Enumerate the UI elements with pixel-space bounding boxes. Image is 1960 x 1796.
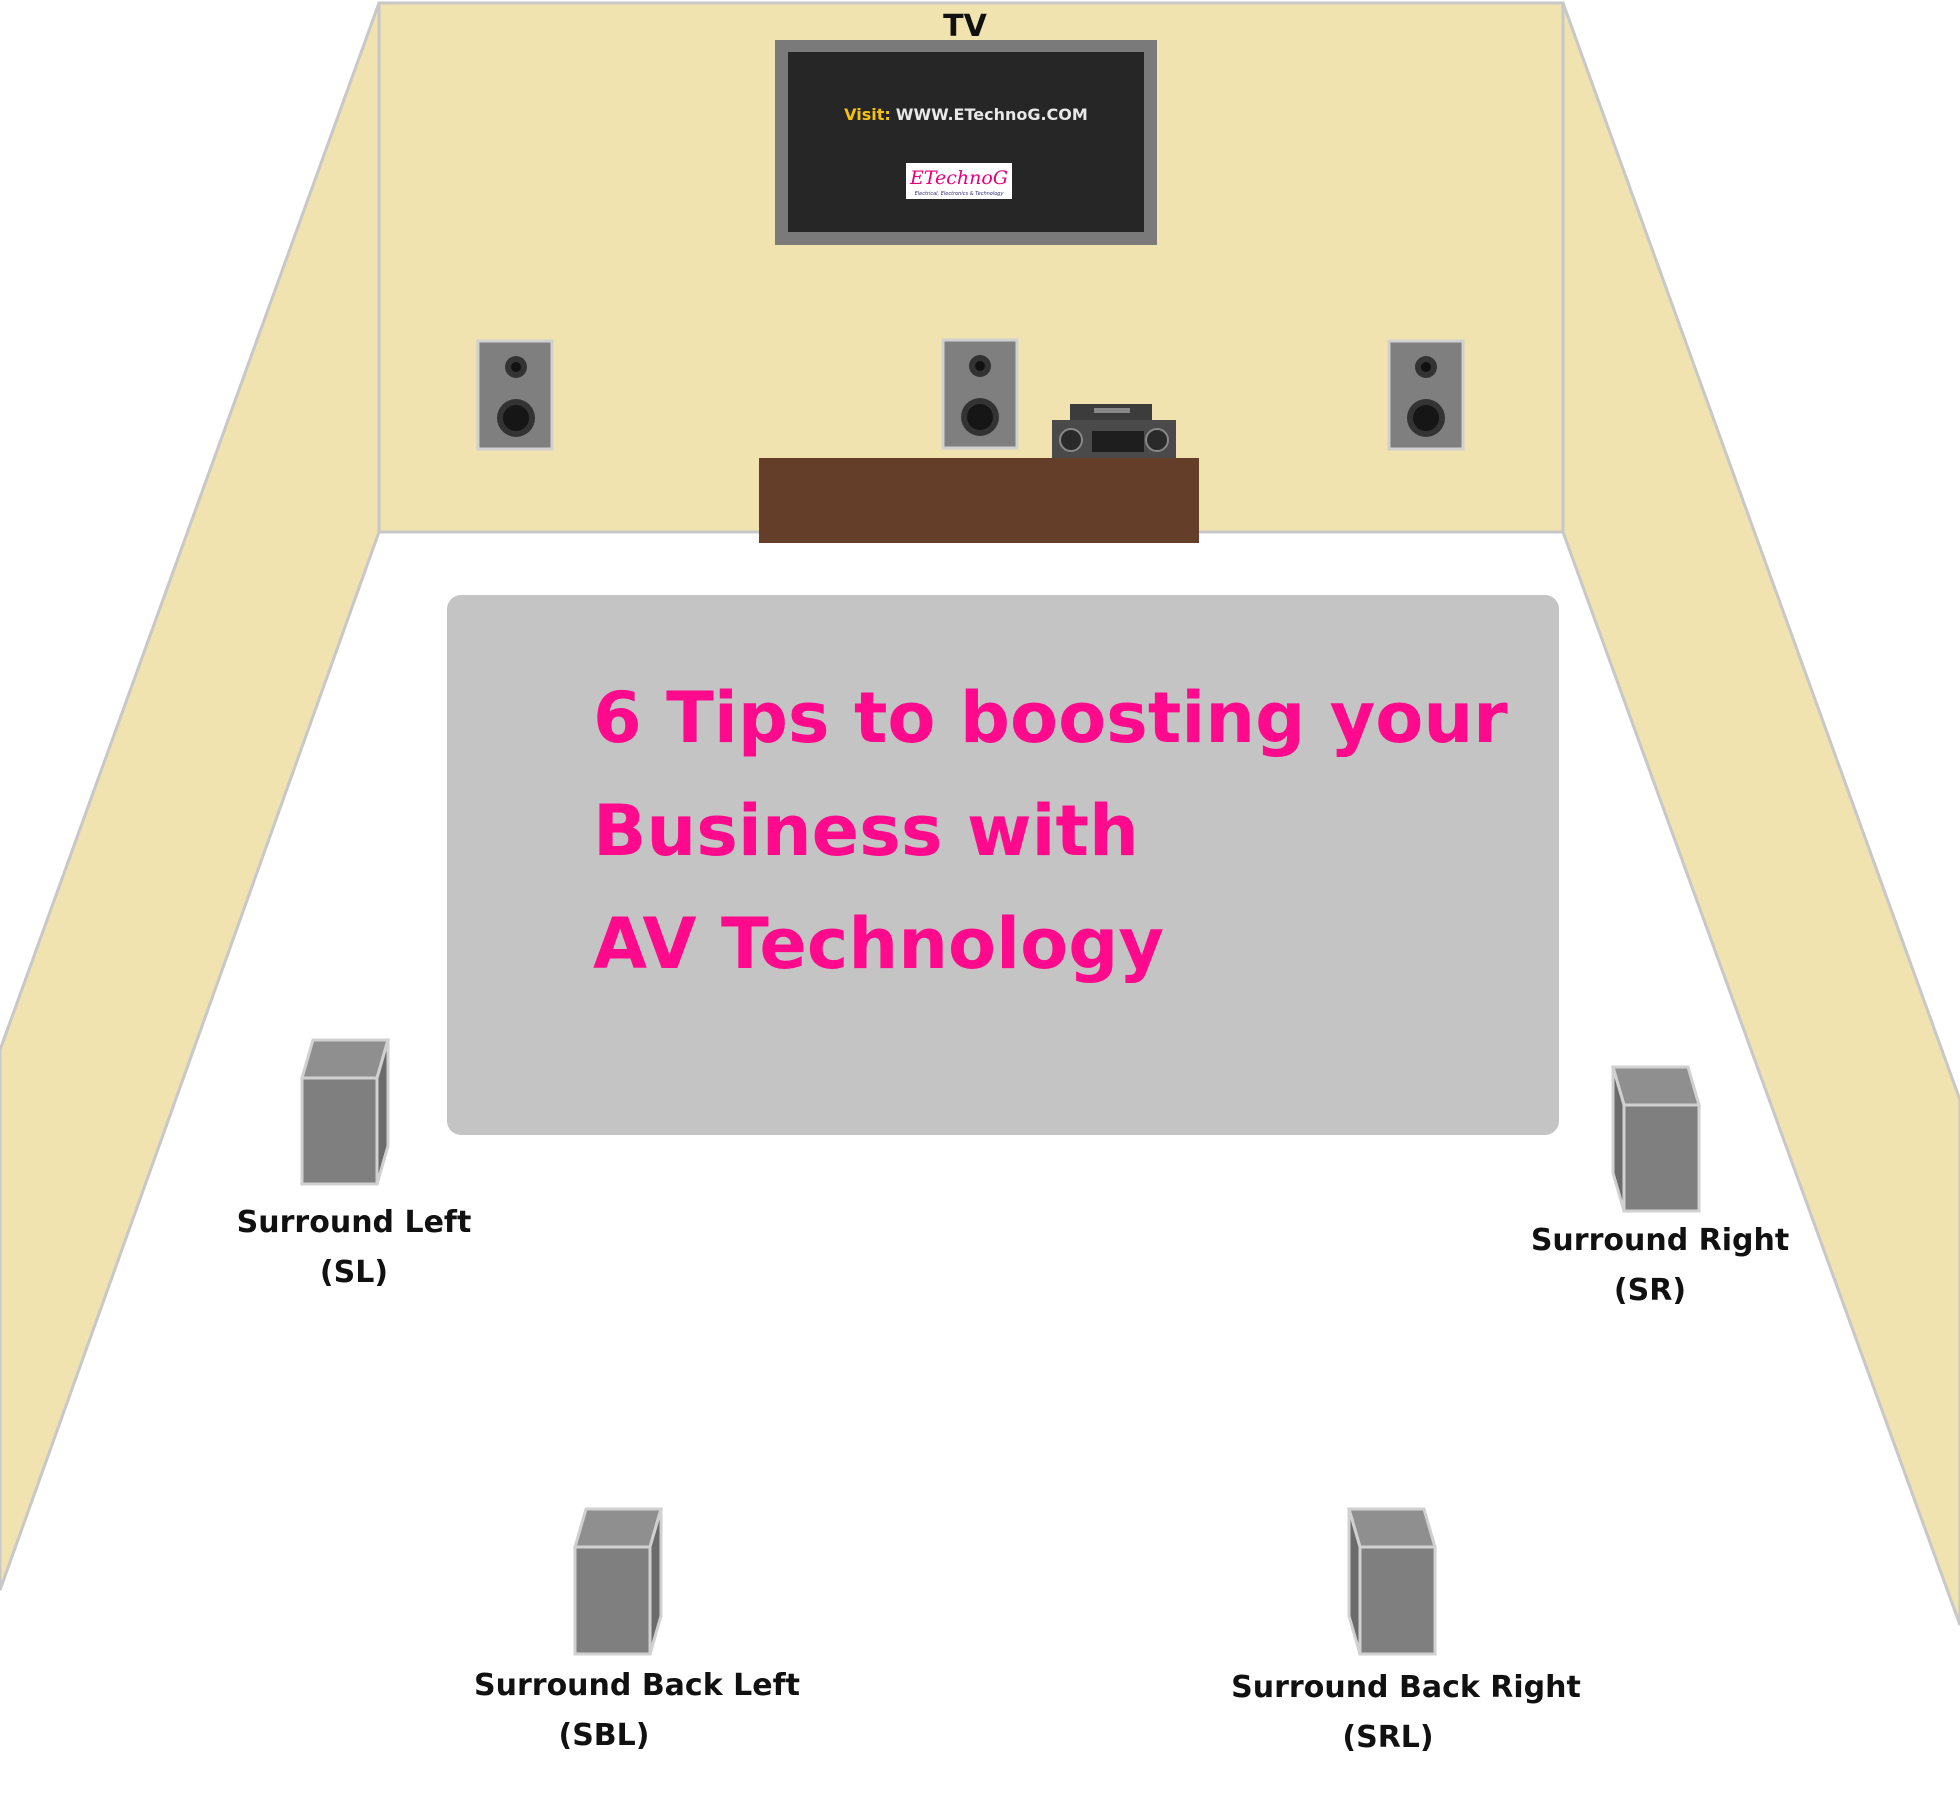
right-wall bbox=[1561, 2, 1960, 1626]
label-surround-back-left-abbr: (SBL) bbox=[558, 1718, 649, 1753]
headline-line-3: AV Technology bbox=[593, 903, 1164, 985]
headline-line-2: Business with bbox=[593, 790, 1139, 872]
label-surround-left-abbr: (SL) bbox=[320, 1255, 388, 1290]
tv-label: TV bbox=[943, 9, 987, 44]
label-surround-back-right-abbr: (SRL) bbox=[1342, 1720, 1433, 1755]
tv-screen bbox=[788, 52, 1144, 232]
logo-badge bbox=[906, 163, 1012, 199]
speaker-surround-back-right bbox=[1347, 1507, 1437, 1656]
label-surround-back-left-name: Surround Back Left bbox=[474, 1668, 800, 1703]
speaker-center bbox=[941, 338, 1019, 450]
tv: Visit: WWW.ETechnoG.COM ETechnoG Electric… bbox=[775, 40, 1157, 245]
visit-url: WWW.ETechnoG.COM bbox=[896, 105, 1088, 124]
speaker-front-right bbox=[1387, 339, 1465, 451]
left-wall bbox=[0, 2, 381, 1591]
logo-brand: ETechnoG bbox=[909, 167, 1008, 189]
rug bbox=[447, 595, 1559, 1135]
av-receiver bbox=[1052, 404, 1176, 460]
tv-screen-text: Visit: WWW.ETechnoG.COM bbox=[844, 105, 1088, 124]
visit-prefix: Visit: bbox=[844, 105, 891, 124]
label-surround-right-name: Surround Right bbox=[1531, 1223, 1789, 1258]
speaker-surround-right bbox=[1611, 1065, 1701, 1213]
logo-tagline: Electrical, Electronics & Technology bbox=[915, 191, 1005, 197]
speaker-surround-left bbox=[300, 1038, 390, 1186]
label-surround-right-abbr: (SR) bbox=[1614, 1273, 1686, 1308]
speaker-surround-back-left bbox=[573, 1507, 663, 1656]
label-surround-back-right-name: Surround Back Right bbox=[1231, 1670, 1581, 1705]
headline-line-1: 6 Tips to boosting your bbox=[593, 677, 1508, 759]
label-surround-left-name: Surround Left bbox=[237, 1205, 472, 1240]
speaker-front-left bbox=[476, 339, 554, 451]
logo: ETechnoG Electrical, Electronics & Techn… bbox=[906, 163, 1012, 199]
tv-cabinet bbox=[759, 458, 1199, 543]
